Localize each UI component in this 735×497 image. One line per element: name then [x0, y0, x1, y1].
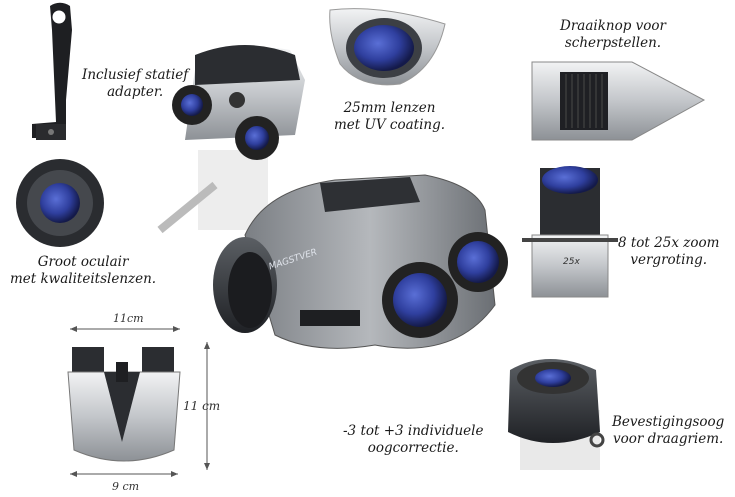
- caption-line: voor draagriem.: [613, 431, 724, 447]
- dimension-binocular-image: [67, 326, 210, 477]
- main-binocular-image: [213, 174, 508, 349]
- dimension-width-bottom: 9 cm: [112, 480, 140, 493]
- objective-lens-image: [329, 8, 446, 86]
- caption-line: vergroting.: [630, 252, 708, 268]
- tripod-adapter-image: [32, 2, 72, 140]
- caption-line: met UV coating.: [334, 117, 446, 133]
- zoom-barrel-image: [522, 166, 618, 298]
- caption-focus-knob: Draaiknop voor scherpstellen.: [560, 18, 666, 52]
- caption-line: oogcorrectie.: [367, 440, 459, 456]
- zoom-mark: 25x: [563, 257, 580, 267]
- caption-line: Inclusief statief: [82, 67, 189, 83]
- eyepiece-image: [16, 159, 104, 247]
- caption-line: adapter.: [107, 84, 164, 100]
- caption-line: Bevestigingsoog: [612, 414, 725, 430]
- caption-line: Draaiknop voor: [560, 18, 666, 34]
- caption-line: scherpstellen.: [564, 35, 662, 51]
- caption-diopter: -3 tot +3 individuele oogcorrectie.: [343, 423, 483, 457]
- dimension-height: 11 cm: [183, 399, 221, 413]
- focus-knob-image: [531, 61, 706, 141]
- caption-tripod-adapter: Inclusief statief adapter.: [82, 67, 188, 101]
- diopter-eyepiece-image: [508, 359, 605, 470]
- binocular-on-tripod-image: [157, 45, 305, 234]
- caption-line: 8 tot 25x zoom: [618, 235, 720, 251]
- caption-line: -3 tot +3 individuele: [343, 423, 484, 439]
- dimension-width-top: 11cm: [113, 312, 144, 325]
- caption-eyepiece: Groot oculair met kwaliteitslenzen.: [10, 254, 156, 288]
- caption-zoom: 8 tot 25x zoom vergroting.: [618, 235, 719, 269]
- caption-line: met kwaliteitslenzen.: [10, 271, 157, 287]
- caption-lenses: 25mm lenzen met UV coating.: [334, 100, 445, 134]
- caption-line: Groot oculair: [37, 254, 129, 270]
- caption-strap-eyelet: Bevestigingsoog voor draagriem.: [612, 414, 724, 448]
- caption-line: 25mm lenzen: [343, 100, 436, 116]
